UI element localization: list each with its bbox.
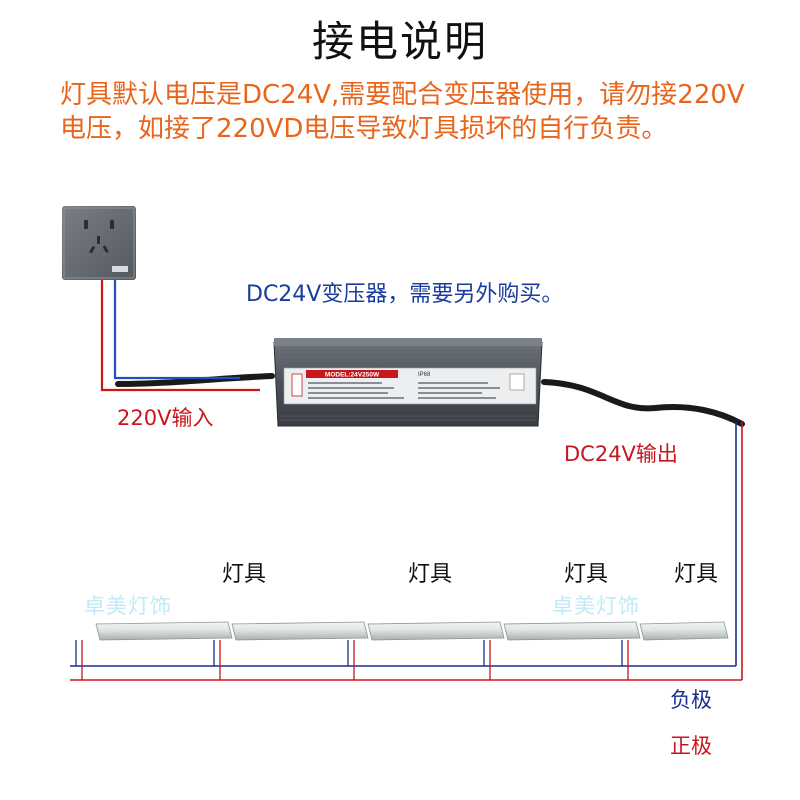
model-badge xyxy=(306,370,398,378)
negative-label: 负极 xyxy=(670,688,712,712)
led-strip-1 xyxy=(95,621,233,641)
brand-watermark: 卓美灯饰 xyxy=(552,594,640,618)
warning-line-2: 电压，如接了220VD电压导致灯具损坏的自行负责。 xyxy=(60,114,668,144)
model-text: MODEL:24V250W xyxy=(325,372,380,379)
neutral-wire xyxy=(113,232,240,380)
transformer-note: DC24V变压器，需要另外购买。 xyxy=(246,282,564,307)
brand-watermark: 卓美灯饰 xyxy=(84,594,172,618)
led-strip-5 xyxy=(639,621,729,641)
input-label: 220V输入 xyxy=(117,406,214,430)
input-cable xyxy=(115,373,275,387)
wall-socket-icon xyxy=(62,206,136,280)
positive-label: 正极 xyxy=(670,734,712,758)
output-label: DC24V输出 xyxy=(564,442,678,466)
led-strip-3 xyxy=(367,621,505,641)
led-strips xyxy=(95,621,729,641)
led-strip-2 xyxy=(231,621,369,641)
ip-rating-text: IP68 xyxy=(418,372,431,378)
fixture-label: 灯具 xyxy=(564,562,609,587)
power-supply: MODEL:24V250W IP68 xyxy=(273,338,543,427)
fixture-label: 灯具 xyxy=(408,562,453,587)
fixture-connections xyxy=(75,640,629,680)
live-wire xyxy=(100,232,260,392)
led-strip-4 xyxy=(503,621,641,641)
output-cable xyxy=(541,379,745,427)
fixture-label: 灯具 xyxy=(674,562,719,587)
diagram-title: 接电说明 xyxy=(311,17,488,66)
fixture-label: 灯具 xyxy=(222,562,267,587)
warning-line-1: 灯具默认电压是DC24V,需要配合变压器使用，请勿接220V xyxy=(60,80,745,110)
